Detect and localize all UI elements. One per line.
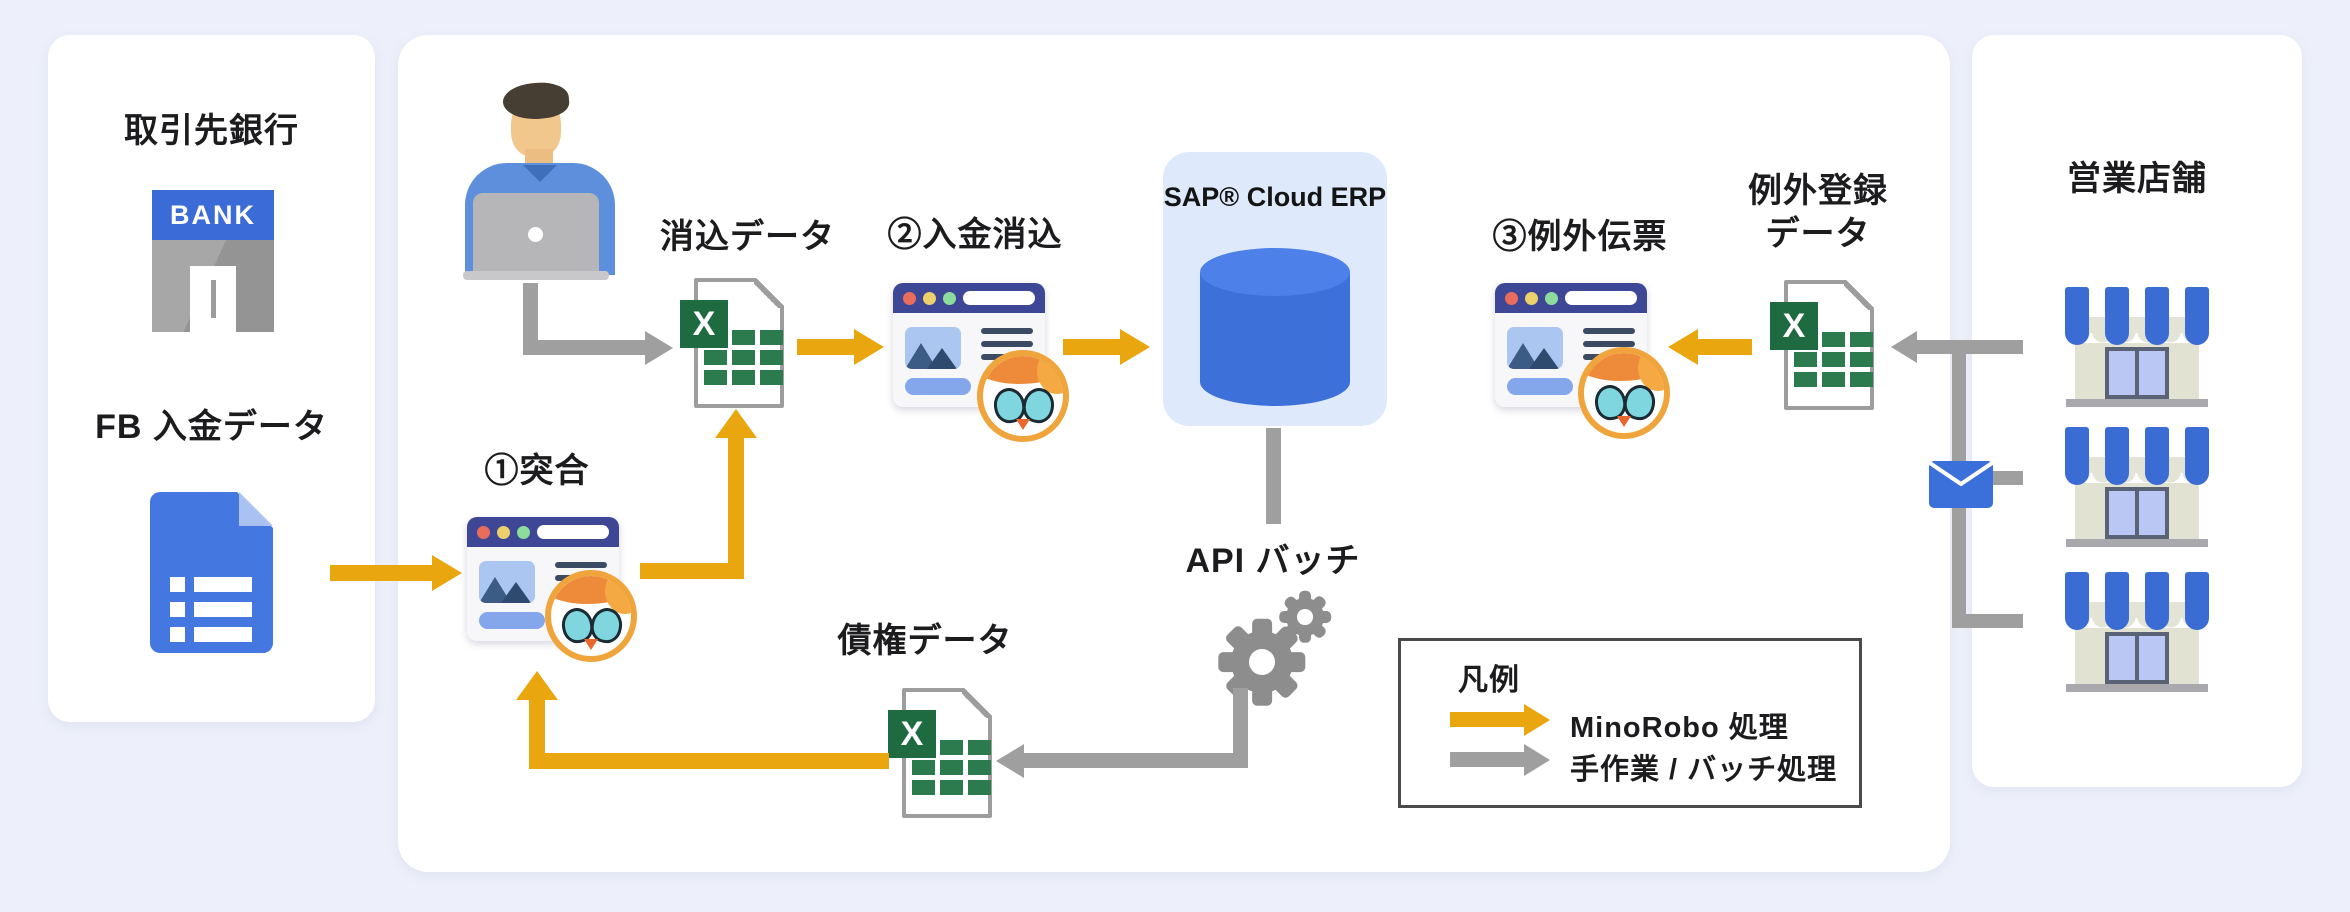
bank-building-body <box>152 240 274 332</box>
image-placeholder-icon <box>1507 327 1563 369</box>
sales-stores-title: 営業店舗 <box>2067 160 2207 198</box>
receivables-data-excel-icon: X <box>888 688 998 820</box>
store-icon <box>2062 287 2212 409</box>
database-cylinder-icon <box>1200 248 1350 406</box>
receivables-data-label: 債権データ <box>837 622 1013 660</box>
gear-icon-small <box>1278 590 1332 644</box>
laptop-icon <box>473 193 599 273</box>
api-batch-label: API バッチ <box>1185 542 1361 580</box>
image-placeholder-icon <box>479 561 535 603</box>
step3-exception-voucher-label: ③例外伝票 <box>1492 218 1668 256</box>
excel-x-badge: X <box>888 710 936 758</box>
legend-minorobo-label: MinoRobo 処理 <box>1570 712 1789 744</box>
step1-browser-window-icon <box>467 517 619 641</box>
legend-manual-label: 手作業 / バッチ処理 <box>1570 754 1838 786</box>
clearing-data-label: 消込データ <box>660 218 835 256</box>
legend-title: 凡例 <box>1458 664 1520 697</box>
bank-sign-text: BANK <box>152 190 274 240</box>
sap-cloud-erp-label: SAP® Cloud ERP <box>1163 182 1387 212</box>
exception-registration-excel-icon: X <box>1770 280 1880 412</box>
fb-deposit-data-document-icon <box>150 492 273 653</box>
bank-building-icon: BANK <box>152 190 274 332</box>
image-placeholder-icon <box>905 327 961 369</box>
sap-cloud-erp-box: SAP® Cloud ERP <box>1163 152 1387 426</box>
clearing-data-excel-icon: X <box>680 278 790 410</box>
office-worker-icon <box>463 80 615 280</box>
fb-deposit-data-label: FB 入金データ <box>95 408 328 446</box>
partner-bank-title: 取引先銀行 <box>124 112 299 150</box>
excel-x-badge: X <box>1770 302 1818 350</box>
minorobo-avatar-icon <box>1578 347 1670 439</box>
minorobo-avatar-icon <box>545 570 637 662</box>
store-icon <box>2062 427 2212 549</box>
envelope-icon <box>1929 461 1993 508</box>
step2-deposit-clearing-label: ②入金消込 <box>887 216 1063 254</box>
gear-icon-large <box>1218 618 1306 706</box>
step1-matching-label: ①突合 <box>484 452 590 490</box>
store-icon <box>2062 572 2212 694</box>
minorobo-avatar-icon <box>977 350 1069 442</box>
bank-door <box>190 266 236 332</box>
exception-registration-data-label: 例外登録 データ <box>1748 172 1888 253</box>
line-sap-to-api-batch <box>1266 428 1281 524</box>
excel-x-badge: X <box>680 300 728 348</box>
